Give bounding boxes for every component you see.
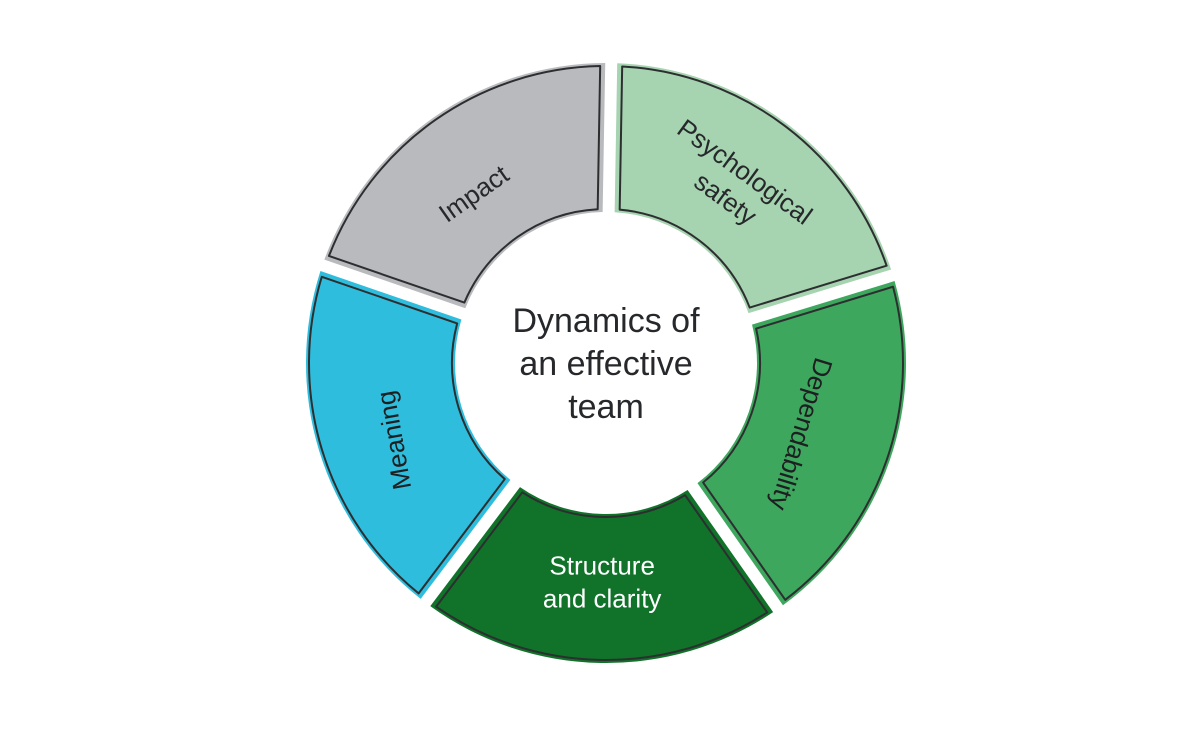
segment-impact	[324, 63, 606, 309]
segment-structure-and-clarity	[430, 487, 774, 663]
segment-psychological-safety	[614, 63, 892, 314]
segment-dependability	[697, 281, 907, 606]
segment-outline-structure-and-clarity	[435, 491, 769, 661]
segment-outline-dependability	[702, 285, 904, 601]
segment-meaning	[306, 271, 511, 599]
segment-outline-psychological-safety	[618, 65, 888, 309]
segment-outline-impact	[327, 65, 602, 304]
segment-outline-meaning	[308, 275, 506, 595]
